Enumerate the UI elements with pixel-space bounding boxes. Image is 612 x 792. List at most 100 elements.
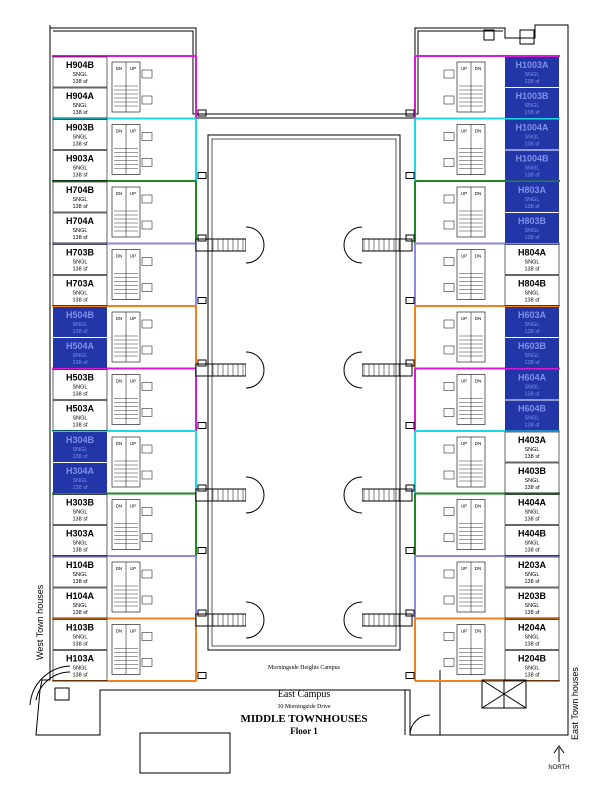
room-type: SNGL	[525, 322, 540, 328]
room-id: H304B	[66, 435, 95, 445]
room-type: SNGL	[525, 385, 540, 391]
column	[197, 109, 207, 117]
room-id: H504A	[66, 341, 95, 351]
stair-landing	[195, 476, 413, 514]
column	[405, 359, 415, 367]
column	[197, 547, 207, 554]
room-id: H203B	[518, 591, 547, 601]
room-id: H303A	[66, 529, 95, 539]
column	[405, 234, 415, 242]
room-fill	[505, 213, 559, 243]
room-id: H103A	[66, 654, 95, 664]
room-area: 138 sf	[525, 392, 540, 398]
room-id: H704A	[66, 216, 95, 226]
room-type: SNGL	[525, 103, 540, 109]
room-id: H903A	[66, 154, 95, 164]
room-area: 138 sf	[525, 517, 540, 523]
room-type: SNGL	[73, 197, 88, 203]
room-id: H104B	[66, 560, 95, 570]
room-outline	[504, 587, 560, 619]
room-id: H203A	[518, 560, 547, 570]
north-label: NORTH	[548, 765, 569, 771]
column	[197, 172, 207, 179]
room-outline	[52, 244, 108, 275]
room-id: H403B	[518, 466, 547, 476]
stair-dn-label: UP	[461, 254, 467, 259]
room-outline	[52, 556, 108, 588]
room-type: SNGL	[525, 72, 540, 78]
room-fill	[505, 119, 559, 150]
room-area: 138 sf	[73, 329, 88, 335]
courtyard	[207, 134, 401, 651]
room-outline	[504, 619, 560, 650]
room-type: SNGL	[73, 416, 88, 422]
room-outline	[52, 56, 108, 88]
room-id: H104A	[66, 591, 95, 601]
stair-dn-label: UP	[461, 504, 467, 509]
unit-boundaries	[52, 55, 560, 682]
stair-up-label: DN	[475, 129, 482, 134]
courtyard-stairs	[195, 109, 415, 679]
campus-name: East Campus	[278, 689, 331, 700]
stair-dn-label: DN	[116, 566, 123, 571]
room-id: H904A	[66, 91, 95, 101]
room-fill	[505, 400, 559, 431]
room-id: H604B	[518, 404, 547, 414]
room-fill	[53, 432, 107, 462]
room-outline	[504, 275, 560, 306]
room-area: 138 sf	[73, 267, 88, 273]
column	[197, 609, 207, 617]
room-outline	[504, 556, 560, 588]
room-type: SNGL	[73, 666, 88, 672]
room-area: 138 sf	[525, 142, 540, 148]
room-area: 138 sf	[525, 485, 540, 491]
column	[197, 297, 207, 304]
room-area: 138 sf	[73, 610, 88, 616]
room-id: H704B	[66, 185, 95, 195]
stair-up-label: UP	[130, 629, 136, 634]
